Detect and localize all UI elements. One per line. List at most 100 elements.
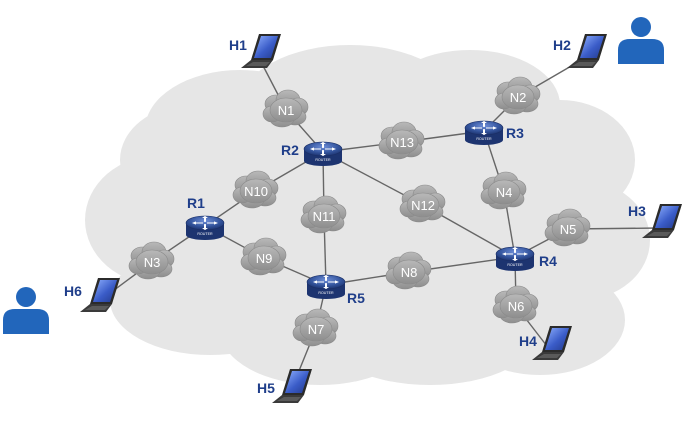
router-r4: ROUTER <box>495 246 535 271</box>
network-label: N9 <box>256 251 273 266</box>
router-arrow-icon <box>328 280 339 284</box>
router-arrow-icon <box>325 147 336 151</box>
network-label: N11 <box>313 209 336 224</box>
laptop-keys <box>647 232 671 236</box>
network-label: N5 <box>560 222 577 237</box>
cloud-icon-part <box>385 129 419 155</box>
network-n7: N7 <box>292 308 339 347</box>
cloud-icon-part <box>551 216 585 242</box>
host-h4 <box>532 326 572 360</box>
network-label: N10 <box>244 184 268 199</box>
network-n2: N2 <box>494 76 541 115</box>
laptop-screen-icon <box>254 36 278 58</box>
laptop-screen-icon <box>285 371 309 393</box>
network-label: N13 <box>390 135 414 150</box>
cloud-icon-part <box>247 245 281 271</box>
router-arrow-icon <box>310 147 321 151</box>
host-label: H1 <box>229 37 247 53</box>
cloud-icon-part <box>269 97 303 123</box>
laptop-keys <box>85 306 109 310</box>
router-caption: ROUTER <box>315 158 331 162</box>
cloud-icon-part <box>499 293 533 319</box>
network-label: N2 <box>510 90 527 105</box>
network-label: N8 <box>401 265 418 280</box>
router-caption: ROUTER <box>507 263 523 267</box>
router-label: R1 <box>187 195 205 211</box>
router-caption: ROUTER <box>476 137 492 141</box>
network-n10: N10 <box>232 170 279 209</box>
network-n1: N1 <box>262 89 309 128</box>
network-label: N4 <box>496 185 513 200</box>
laptop-keys <box>572 62 596 66</box>
user-body <box>3 309 49 334</box>
network-n11: N11 <box>300 195 347 234</box>
laptop-screen-icon <box>545 328 569 350</box>
router-arrow-icon <box>486 126 497 130</box>
network-label: N3 <box>144 255 161 270</box>
router-arrow-icon <box>481 129 487 136</box>
host-h6 <box>80 278 120 312</box>
router-base <box>465 135 503 145</box>
router-r5: ROUTER <box>306 274 346 299</box>
cloud-icon-part <box>299 316 333 342</box>
router-arrow-icon <box>471 126 482 130</box>
router-base <box>307 289 345 299</box>
network-n9: N9 <box>240 237 287 276</box>
router-label: R4 <box>539 253 557 269</box>
router-base <box>186 230 224 240</box>
router-base <box>304 156 342 166</box>
user-head <box>631 17 651 37</box>
network-n6: N6 <box>492 285 539 324</box>
router-label: R2 <box>281 142 299 158</box>
router-arrow-icon <box>202 224 208 231</box>
laptop-screen-icon <box>580 36 604 58</box>
network-n13: N13 <box>378 121 425 160</box>
host-label: H3 <box>628 203 646 219</box>
network-label: N7 <box>308 322 325 337</box>
laptop-keys <box>277 397 301 401</box>
network-n12: N12 <box>399 184 446 223</box>
router-label: R5 <box>347 290 365 306</box>
cloud-icon-part <box>239 178 273 204</box>
router-arrow-icon <box>320 150 326 157</box>
laptop-screen-icon <box>655 206 679 228</box>
router-arrow-icon <box>192 221 203 225</box>
laptop-keys <box>537 354 561 358</box>
network-n5: N5 <box>544 208 591 247</box>
network-n4: N4 <box>480 171 527 210</box>
router-label: R3 <box>506 125 524 141</box>
router-caption: ROUTER <box>318 291 334 295</box>
cloud-icon-part <box>487 179 521 205</box>
network-label: N12 <box>411 198 435 213</box>
network-label: N1 <box>278 103 295 118</box>
user-body <box>618 39 664 64</box>
router-caption: ROUTER <box>197 232 213 236</box>
router-arrow-icon <box>320 141 326 148</box>
laptop-keys <box>246 62 270 66</box>
user-icon <box>3 287 49 334</box>
network-label: N6 <box>508 299 525 314</box>
host-h3 <box>642 204 682 238</box>
host-h2 <box>567 34 607 68</box>
router-r2: ROUTER <box>303 141 343 166</box>
cloud-icon-part <box>501 84 535 110</box>
router-r1: ROUTER <box>185 215 225 240</box>
host-h1 <box>241 34 281 68</box>
router-arrow-icon <box>481 120 487 127</box>
host-label: H4 <box>519 333 537 349</box>
router-r3: ROUTER <box>464 120 504 145</box>
router-arrow-icon <box>517 252 528 256</box>
cloud-icon-part <box>392 259 426 285</box>
network-n8: N8 <box>385 251 432 290</box>
router-base <box>496 261 534 271</box>
host-h5 <box>272 369 312 403</box>
network-n3: N3 <box>128 241 175 280</box>
cloud-icon-part <box>135 249 169 275</box>
router-arrow-icon <box>502 252 513 256</box>
host-label: H6 <box>64 283 82 299</box>
router-arrow-icon <box>512 246 518 253</box>
router-arrow-icon <box>207 221 218 225</box>
